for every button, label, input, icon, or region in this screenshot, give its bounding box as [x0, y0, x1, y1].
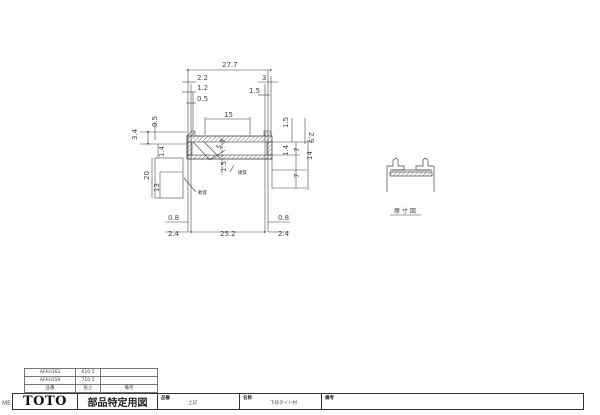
title-block: TOTO 部品特定用図 品番 上記 名称 下枠タイト材 備考	[12, 393, 584, 410]
dim-13: 13	[153, 183, 161, 192]
dim-3-4: 3.4	[131, 128, 139, 140]
table-header-row: 品番 長さ 備考	[24, 384, 158, 393]
length-cell: 710.5	[75, 376, 101, 385]
note-soft-material: 軟質	[198, 189, 207, 196]
name-value: 下枠タイト材	[270, 401, 297, 406]
dim-1-2: 1.2	[197, 84, 208, 92]
side-label: ME	[2, 400, 11, 407]
dim-7-lower: 7	[293, 174, 301, 178]
dim-bottom-left-0-8: 0.8	[168, 214, 179, 222]
dim-left-1-4: 1.4	[158, 145, 166, 157]
name-field: 名称 下枠タイト材	[240, 394, 322, 409]
dim-overall-width: 27.7	[222, 61, 238, 69]
header-part-no: 品番	[24, 384, 76, 393]
dim-2-2: 2.2	[197, 74, 208, 82]
dim-2-9: 2.9	[307, 132, 315, 143]
part-no-cell: AFKH363	[24, 368, 76, 377]
part-no-field: 品番 上記	[158, 394, 240, 409]
toto-logo: TOTO	[13, 394, 78, 409]
part-no-cell: AFKH359	[24, 376, 76, 385]
main-section-view	[140, 68, 312, 234]
document-title: 部品特定用図	[78, 394, 158, 409]
full-scale-view	[386, 157, 435, 192]
dim-14: 14	[306, 151, 314, 160]
dim-right-1-4: 1.4	[282, 144, 290, 156]
part-no-label: 品番	[161, 396, 170, 401]
dim-inner-15: 15	[224, 111, 233, 119]
remarks-field: 備考	[322, 394, 583, 409]
table-row: AFKH363 610.5	[24, 368, 158, 377]
dim-0-5: 0.5	[197, 95, 208, 103]
dim-right-1-5: 1.5	[282, 117, 290, 128]
dim-web-1-5: 1.5	[220, 161, 228, 172]
name-label: 名称	[243, 396, 252, 401]
remarks-label: 備考	[325, 396, 334, 401]
full-scale-caption: 原 寸 図	[394, 207, 416, 215]
dim-bottom-right-0-8: 0.8	[278, 214, 289, 222]
dim-bottom-left-2-4: 2.4	[168, 230, 180, 238]
header-length: 長さ	[75, 384, 101, 393]
part-no-value: 上記	[188, 401, 197, 406]
dim-25-2: 25.2	[220, 230, 236, 238]
remarks-cell	[100, 376, 158, 385]
length-cell: 610.5	[75, 368, 101, 377]
dim-top-1-5: 1.5	[249, 87, 260, 95]
dim-7-upper: 7	[293, 148, 301, 152]
dim-left-0-5: 0.5	[151, 116, 159, 127]
table-row: AFKH359 710.5	[24, 376, 158, 385]
dimension-labels: 27.7 2.2 1.2 0.5 3 1.5 15 3.4 0.5 1.4 20…	[131, 61, 315, 238]
header-remarks: 備考	[100, 384, 158, 393]
note-hard-material: 硬質	[238, 169, 247, 176]
dim-bottom-right-2-4: 2.4	[278, 230, 290, 238]
dim-20: 20	[143, 171, 151, 180]
dim-3: 3	[262, 74, 266, 82]
parts-table: AFKH363 610.5 AFKH359 710.5 品番 長さ 備考	[24, 368, 158, 393]
remarks-cell	[100, 368, 158, 377]
